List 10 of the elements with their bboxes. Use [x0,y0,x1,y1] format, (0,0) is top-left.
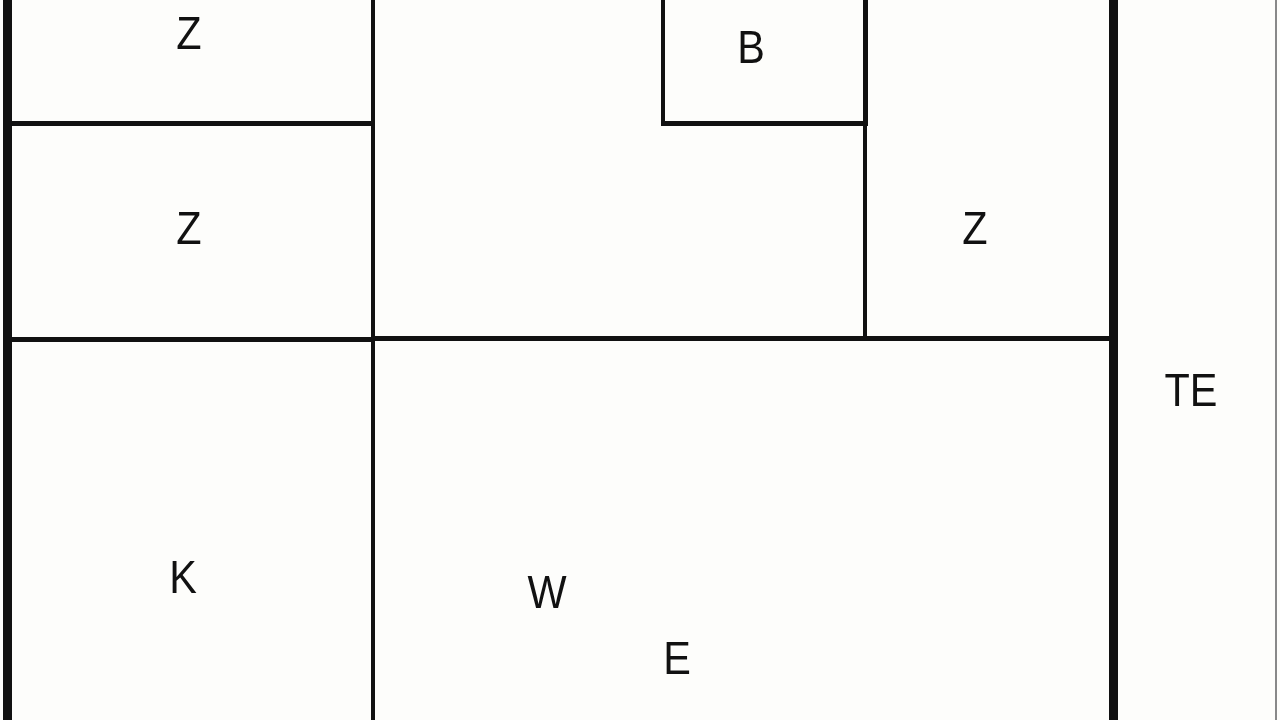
room-label: E [663,635,691,681]
room-label: B [737,24,765,70]
room-label: TE [1164,367,1218,413]
room-label: W [527,569,567,615]
room-label: Z [176,205,202,251]
room-label: Z [176,10,202,56]
room-label: Z [962,205,988,251]
room [661,0,868,126]
room-label: K [169,554,197,600]
room [3,0,375,126]
